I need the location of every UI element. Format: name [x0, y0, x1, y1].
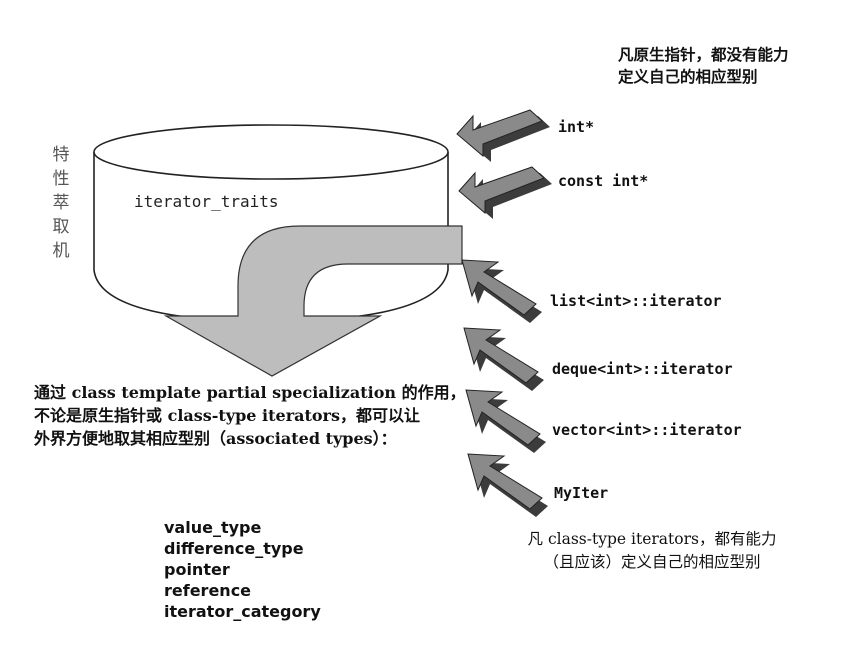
- type-label-const-int-pointer: const int*: [558, 172, 649, 190]
- pointer-note: 凡原生指针，都没有能力 定义自己的相应型别: [618, 44, 789, 88]
- side-label-char: 萃: [52, 193, 70, 213]
- side-label-char: 取: [52, 217, 70, 237]
- pointer-note-line: 凡原生指针，都没有能力: [618, 46, 789, 64]
- description-line: 通过 class template partial specialization…: [34, 383, 466, 402]
- associated-type-item: difference_type: [164, 539, 304, 558]
- output-bent-arrow: [163, 225, 463, 377]
- associated-type-item: pointer: [164, 560, 230, 579]
- associated-type-item: value_type: [164, 518, 262, 537]
- input-arrow-list-iterator: [461, 259, 542, 323]
- input-arrows: [456, 109, 552, 517]
- input-arrow-const-int-pointer: [458, 166, 552, 219]
- associated-types-list: value_type difference_type pointer refer…: [164, 517, 321, 622]
- type-label-myiter: MyIter: [554, 484, 609, 502]
- description: 通过 class template partial specialization…: [34, 381, 474, 450]
- input-arrow-vector-iterator: [465, 389, 546, 453]
- side-label-char: 机: [52, 241, 70, 261]
- associated-type-item: iterator_category: [164, 602, 321, 621]
- type-label-deque-iterator: deque<int>::iterator: [552, 360, 733, 378]
- description-line: 不论是原生指针或 class-type iterators，都可以让: [34, 406, 420, 425]
- class-iterator-note: 凡 class-type iterators，都有能力 （且应该）定义自己的相应…: [502, 528, 802, 574]
- side-label-char: 性: [52, 169, 70, 189]
- description-line: 外界方便地取其相应型别（associated types）：: [34, 429, 397, 448]
- associated-type-item: reference: [164, 581, 252, 600]
- class-iterator-note-line: （且应该）定义自己的相应型别: [543, 553, 761, 571]
- class-iterator-note-line: 凡 class-type iterators，都有能力: [527, 530, 777, 548]
- input-arrow-int-pointer: [456, 109, 550, 162]
- side-label-traits-mechanism: 特 性 萃 取 机: [50, 143, 72, 263]
- cylinder-label: iterator_traits: [134, 192, 279, 211]
- input-arrow-myiter: [467, 453, 548, 517]
- type-label-int-pointer: int*: [558, 118, 595, 136]
- type-label-vector-iterator: vector<int>::iterator: [552, 421, 742, 439]
- input-arrow-deque-iterator: [463, 327, 544, 391]
- side-label-char: 特: [52, 145, 70, 165]
- type-label-list-iterator: list<int>::iterator: [550, 292, 722, 310]
- pointer-note-line: 定义自己的相应型别: [618, 68, 758, 86]
